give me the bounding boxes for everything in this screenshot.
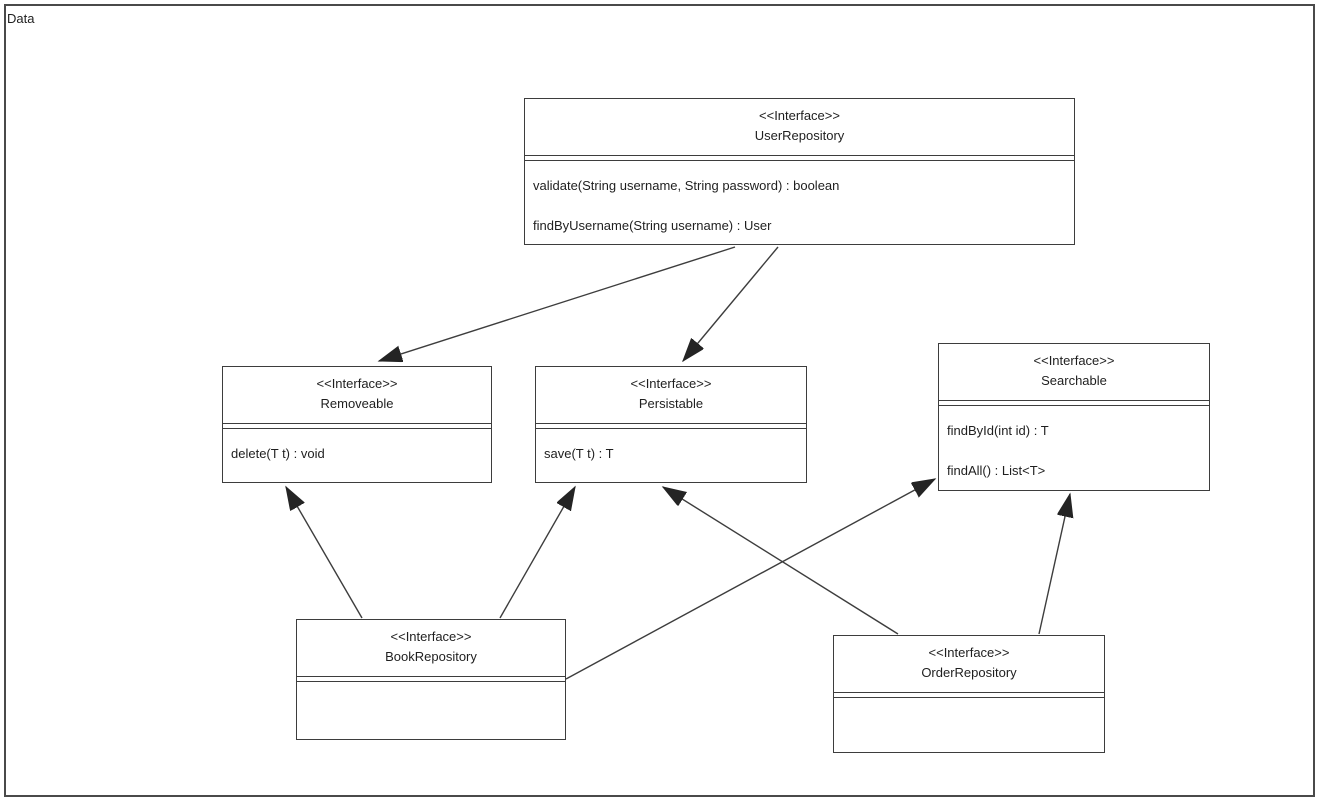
stereotype-label: <<Interface>> — [928, 645, 1010, 660]
class-name: OrderRepository — [921, 665, 1017, 680]
edge-order-repository-to-persistable — [663, 487, 899, 635]
stereotype-label: <<Interface>> — [316, 376, 398, 391]
class-header: <<Interface>> UserRepository — [525, 99, 1074, 155]
class-box-removeable[interactable]: <<Interface>> Removeable delete(T t) : v… — [222, 366, 492, 483]
class-box-order-repository[interactable]: <<Interface>> OrderRepository — [833, 635, 1105, 753]
method-label: findByUsername(String username) : User — [533, 217, 772, 233]
class-header: <<Interface>> BookRepository — [297, 620, 565, 676]
method-label: findAll() : List<T> — [947, 462, 1046, 478]
class-name: Removeable — [320, 396, 394, 411]
edge-user-repository-to-removeable — [379, 246, 736, 361]
method-label: save(T t) : T — [544, 445, 614, 461]
methods-compartment: validate(String username, String passwor… — [525, 161, 1074, 244]
edge-book-repository-to-removeable — [286, 487, 363, 619]
edge-book-repository-to-persistable — [499, 487, 575, 619]
class-header: <<Interface>> Persistable — [536, 367, 806, 423]
class-header: <<Interface>> OrderRepository — [834, 636, 1104, 692]
class-box-persistable[interactable]: <<Interface>> Persistable save(T t) : T — [535, 366, 807, 483]
class-name: Searchable — [1041, 373, 1107, 388]
method-label: validate(String username, String passwor… — [533, 177, 840, 193]
class-name: UserRepository — [754, 128, 845, 143]
class-name: Persistable — [638, 396, 704, 411]
frame-title: Data — [7, 11, 35, 26]
method-label: delete(T t) : void — [231, 445, 325, 461]
compartment-separator — [536, 423, 806, 429]
methods-compartment: findById(int id) : T findAll() : List<T> — [939, 406, 1209, 490]
class-name: BookRepository — [385, 649, 477, 664]
stereotype-label: <<Interface>> — [630, 376, 712, 391]
class-header: <<Interface>> Removeable — [223, 367, 491, 423]
class-box-searchable[interactable]: <<Interface>> Searchable findById(int id… — [938, 343, 1210, 491]
compartment-separator — [223, 423, 491, 429]
methods-compartment — [297, 682, 565, 739]
methods-compartment: delete(T t) : void — [223, 429, 491, 482]
edge-order-repository-to-searchable — [1038, 494, 1070, 635]
edge-user-repository-to-persistable — [683, 246, 779, 361]
method-label: findById(int id) : T — [947, 422, 1049, 438]
methods-compartment: save(T t) : T — [536, 429, 806, 482]
class-box-book-repository[interactable]: <<Interface>> BookRepository — [296, 619, 566, 740]
edge-book-repository-to-searchable — [565, 479, 935, 680]
class-box-user-repository[interactable]: <<Interface>> UserRepository validate(St… — [524, 98, 1075, 245]
class-header: <<Interface>> Searchable — [939, 344, 1209, 400]
methods-compartment — [834, 698, 1104, 752]
stereotype-label: <<Interface>> — [390, 629, 472, 644]
compartment-separator — [834, 692, 1104, 698]
compartment-separator — [297, 676, 565, 682]
stereotype-label: <<Interface>> — [759, 108, 840, 123]
stereotype-label: <<Interface>> — [1033, 353, 1115, 368]
compartment-separator — [939, 400, 1209, 406]
compartment-separator — [525, 155, 1074, 161]
